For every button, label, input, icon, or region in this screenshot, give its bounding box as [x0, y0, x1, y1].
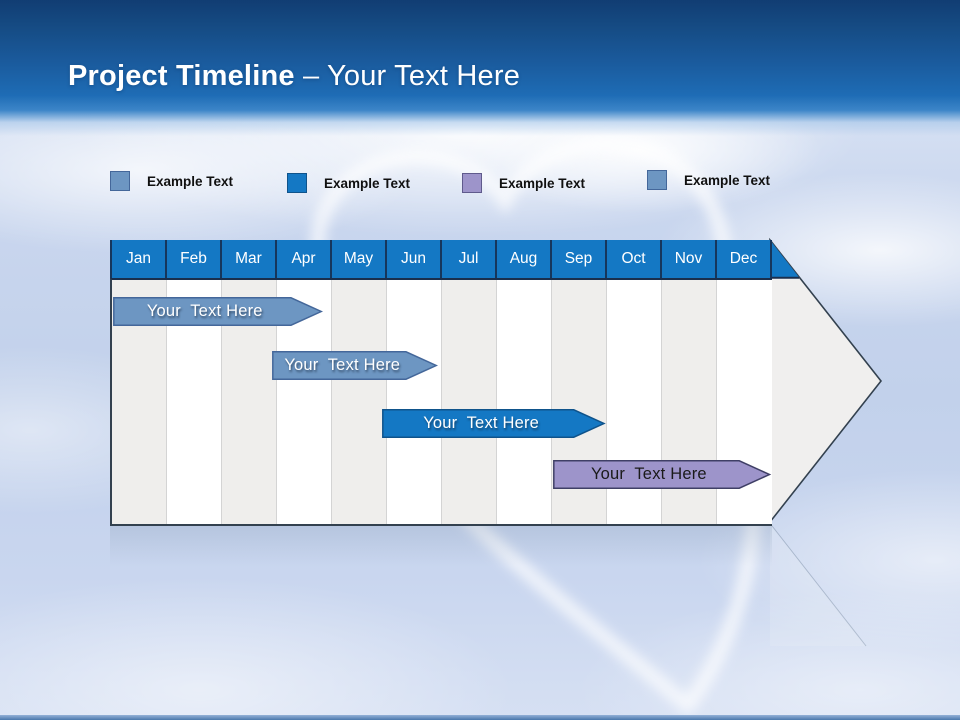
- month-header-mar: Mar: [222, 240, 277, 278]
- task-arrow-2: Your Text Here: [272, 351, 439, 380]
- month-header-dec: Dec: [717, 240, 772, 278]
- task-label: Your Text Here: [423, 413, 540, 432]
- grid-column-aug: [497, 280, 552, 524]
- task-arrow-shape: [112, 297, 323, 326]
- task-arrow-shape: [272, 351, 439, 380]
- grid-column-jun: [387, 280, 442, 524]
- month-header-jan: Jan: [112, 240, 167, 278]
- task-arrow-shape: [382, 408, 607, 438]
- month-header-oct: Oct: [607, 240, 662, 278]
- task-arrow-3: Your Text Here: [382, 408, 607, 438]
- task-label: Your Text Here: [284, 356, 401, 374]
- grid-column-jul: [442, 280, 497, 524]
- grid-column-may: [332, 280, 387, 524]
- month-header-jun: Jun: [387, 240, 442, 278]
- page-title: Project Timeline – Your Text Here: [68, 60, 520, 93]
- task-arrow-shape: [552, 459, 772, 489]
- month-header-nov: Nov: [662, 240, 717, 278]
- page-title-light: – Your Text Here: [302, 60, 521, 92]
- table-reflection: [110, 524, 772, 566]
- month-header-jul: Jul: [442, 240, 497, 278]
- page-title-bold: Project Timeline: [68, 60, 303, 92]
- month-header-sep: Sep: [552, 240, 607, 278]
- month-header-apr: Apr: [277, 240, 332, 278]
- task-label: Your Text Here: [146, 302, 263, 320]
- task-arrow-1: Your Text Here: [112, 297, 323, 326]
- month-header-aug: Aug: [497, 240, 552, 278]
- bottom-accent-bar: [0, 715, 960, 720]
- header-band: [0, 0, 960, 136]
- task-label: Your Text Here: [590, 464, 707, 483]
- month-header-feb: Feb: [167, 240, 222, 278]
- task-arrow-4: Your Text Here: [552, 459, 772, 489]
- month-header-may: May: [332, 240, 387, 278]
